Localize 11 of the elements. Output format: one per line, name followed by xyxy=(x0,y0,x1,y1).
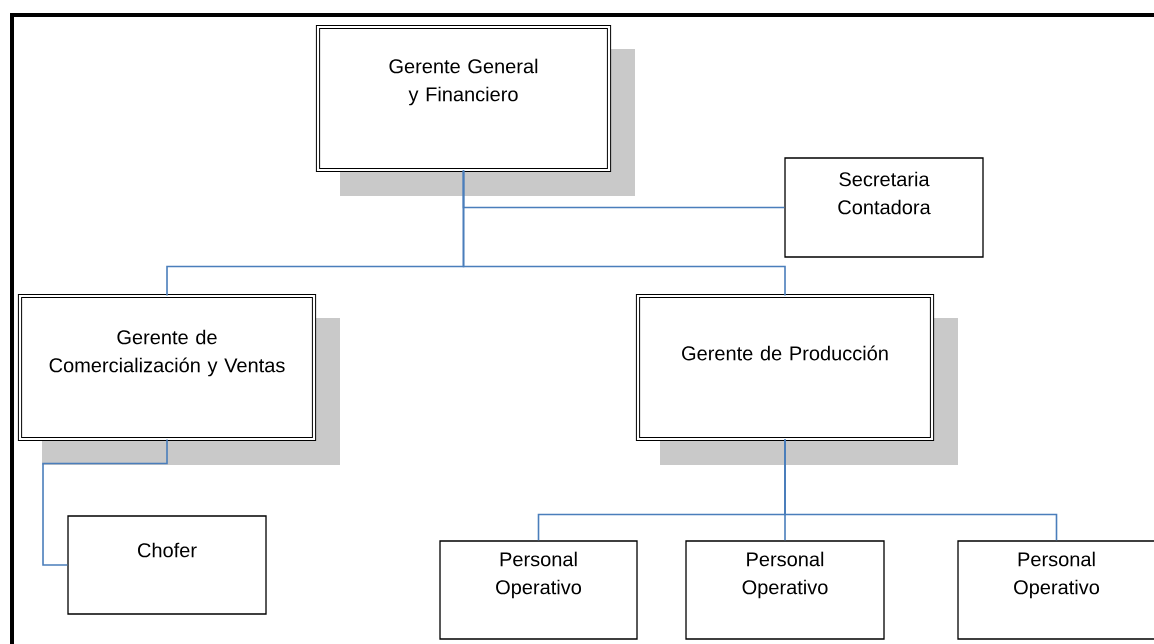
org-box: Gerente General y Financiero xyxy=(315,24,635,196)
org-box: Personal Operativo xyxy=(957,540,1154,640)
connector-line xyxy=(784,438,1058,542)
connector-line xyxy=(462,169,786,297)
org-box: Gerente de Comercialización y Ventas xyxy=(17,293,340,465)
org-box: Secretaria Contadora xyxy=(784,157,984,258)
org-box: Personal Operativo xyxy=(439,540,638,640)
connector-line xyxy=(42,438,168,566)
org-box: Gerente de Producción xyxy=(635,293,958,465)
org-box: Personal Operativo xyxy=(685,540,885,640)
org-box: Chofer xyxy=(67,515,267,615)
